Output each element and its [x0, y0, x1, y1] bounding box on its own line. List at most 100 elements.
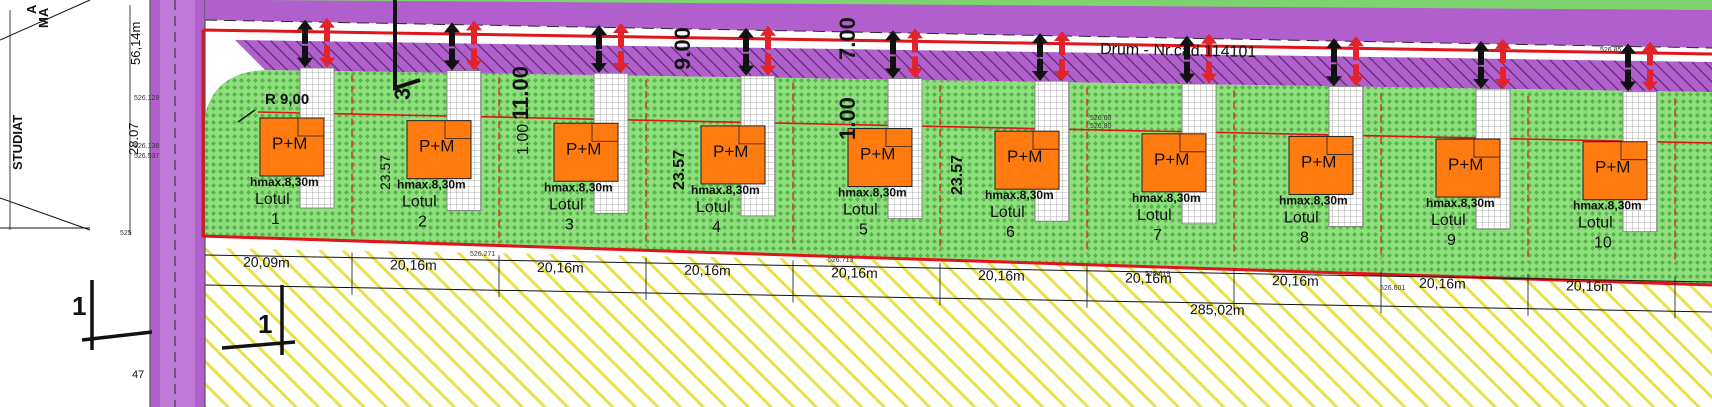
elevation-mark: 526.271 [470, 251, 495, 258]
lot-number: 8 [1300, 229, 1309, 246]
access-arrows-icon [591, 23, 629, 74]
offset-3: 3 [390, 88, 415, 100]
lot-number: 1 [271, 211, 280, 228]
house-footprint [553, 122, 619, 182]
road-width-9: 9.00 [670, 27, 695, 70]
house-footprint [1141, 133, 1207, 193]
lot-label: Lotul [549, 196, 584, 213]
house-hmax: hmax.8,30m [1426, 196, 1495, 210]
left-depth: 28.07 [126, 122, 141, 155]
road-width-7: 7.00 [835, 17, 860, 60]
access-arrows-icon [444, 20, 482, 71]
offset-1b: 1.00 [515, 124, 532, 155]
house-footprint [406, 120, 472, 180]
offset-1a: 1.00 [835, 97, 860, 140]
house-hmax: hmax.8,30m [838, 186, 907, 200]
elevation-mark: 526.60 [1090, 115, 1112, 122]
house-type: P+M [419, 137, 454, 156]
house-hmax: hmax.8,30m [1279, 193, 1348, 207]
lot-label: Lotul [1284, 209, 1319, 226]
section-marker-a: 1 [72, 291, 86, 321]
house-footprint [994, 130, 1060, 190]
house-type: P+M [1301, 152, 1336, 171]
lot-label: Lotul [1431, 212, 1466, 229]
road-name: Drum - Nr.cad.114101 [1100, 41, 1257, 61]
lot-width: 20,16m [831, 264, 878, 281]
elevation-mark: 526.85 [1600, 47, 1622, 54]
lot-width: 20,16m [684, 262, 731, 279]
lot-label: Lotul [696, 199, 731, 216]
lot-number: 9 [1447, 232, 1456, 249]
access-arrows-icon [1473, 38, 1511, 89]
house-footprint [847, 128, 913, 188]
elevation-mark: 526.537 [134, 153, 159, 160]
elevation-mark: 526.80 [1090, 123, 1112, 130]
house-type: P+M [860, 145, 895, 164]
lot-number: 10 [1594, 235, 1612, 252]
lot-number: 5 [859, 222, 868, 239]
house-footprint [259, 117, 325, 177]
house-type: P+M [1154, 150, 1189, 169]
section-marker-b: 1 [258, 309, 272, 339]
lot-number: 4 [712, 219, 721, 236]
elevation-mark: 525 [120, 230, 132, 237]
lot-width: 20,16m [1419, 275, 1466, 292]
depth-23-57-a: 23.57 [377, 155, 393, 190]
house-hmax: hmax.8,30m [1573, 199, 1642, 213]
lot-width: 20,09m [243, 254, 290, 271]
house-type: P+M [566, 139, 601, 158]
access-arrows-icon [1179, 33, 1217, 84]
access-arrows-icon [1620, 41, 1658, 92]
house-type: P+M [1448, 155, 1483, 174]
house-type: P+M [713, 142, 748, 161]
lot-width: 20,16m [1272, 272, 1319, 289]
lot-width: 20,16m [1125, 269, 1172, 286]
top-road [205, 0, 1712, 48]
point-47: 47 [132, 369, 144, 381]
house-hmax: hmax.8,30m [691, 183, 760, 197]
house-hmax: hmax.8,30m [544, 180, 613, 194]
corner-letter-ma: MA [36, 7, 51, 28]
access-arrows-icon [1326, 36, 1364, 87]
elevation-mark: 526.601 [1380, 285, 1405, 292]
left-width: 56,14m [128, 22, 143, 65]
elevation-mark: 526.138 [134, 143, 159, 150]
road-width-11: 11.00 [508, 66, 533, 120]
lot-width: 20,16m [537, 259, 584, 276]
house-type: P+M [1595, 158, 1630, 177]
house-hmax: hmax.8,30m [1132, 191, 1201, 205]
lot-label: Lotul [255, 191, 290, 208]
corner-letter-a: A [24, 4, 39, 14]
lot-number: 6 [1006, 224, 1015, 241]
left-margin [0, 0, 150, 407]
access-arrows-icon [738, 25, 776, 76]
house-type: P+M [272, 134, 307, 153]
house-hmax: hmax.8,30m [985, 188, 1054, 202]
total-length: 285,02m [1190, 301, 1245, 318]
lot-width: 20,16m [1566, 277, 1613, 294]
studiat-label: STUDIAT [10, 115, 25, 170]
house-footprint [1288, 135, 1354, 195]
hatched-field [205, 248, 1712, 407]
house-footprint [700, 125, 766, 185]
lot-label: Lotul [402, 194, 437, 211]
access-arrows-icon [297, 17, 335, 68]
lot-number: 2 [418, 214, 427, 231]
house-type: P+M [1007, 147, 1042, 166]
lot-width: 20,16m [978, 267, 1025, 284]
lot-number: 3 [565, 216, 574, 233]
elevation-mark: 526.128 [134, 95, 159, 102]
access-arrows-icon [885, 28, 923, 79]
house-hmax: hmax.8,30m [397, 178, 466, 192]
road-widening-strip [235, 40, 1712, 92]
lot-width: 20,16m [390, 256, 437, 273]
depth-23-57-b: 23.57 [671, 150, 688, 190]
